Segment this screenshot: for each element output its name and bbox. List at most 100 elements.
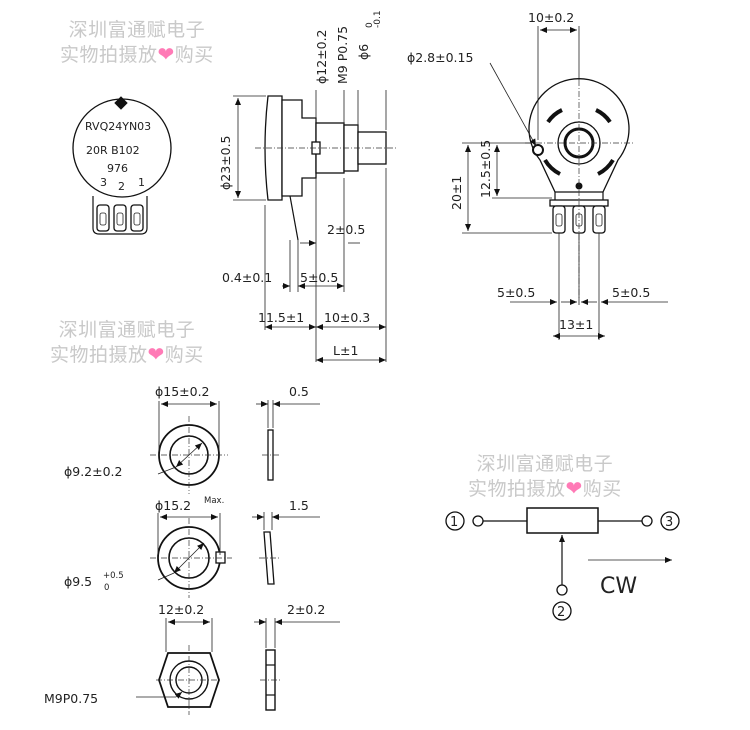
resistor-body	[526, 507, 599, 534]
watermark-text: 购买	[582, 478, 622, 500]
washer2-od-sup: Max.	[204, 496, 224, 506]
pin2-label: 2	[557, 605, 565, 620]
terminal-3	[96, 204, 110, 232]
pin1-circle	[445, 511, 465, 531]
pin3-label: 3	[665, 515, 673, 530]
dim-thread: M9 P0.75	[335, 26, 350, 84]
washer2-side	[263, 531, 275, 585]
pin2-terminal	[556, 584, 568, 596]
washer2-id: ϕ9.5	[64, 574, 92, 589]
dim-d12: ϕ12±0.2	[314, 29, 329, 84]
dimension-line	[175, 442, 203, 468]
washer1-t: 0.5	[289, 384, 309, 399]
front-view: RVQ24YN03 20R B102 976 3 2 1	[72, 96, 172, 235]
washer2-tab	[215, 551, 226, 564]
heart-icon: ❤	[565, 476, 583, 500]
washer1-od: ϕ15±0.2	[155, 384, 210, 399]
watermark-line2: 实物拍摄放❤购买	[50, 342, 204, 367]
dim-h20: 20±1	[449, 176, 464, 210]
leader-line	[157, 572, 175, 581]
dim-h125: 12.5±0.5	[478, 140, 493, 198]
watermark-text: 购买	[164, 344, 204, 366]
watermark-text: 购买	[174, 44, 214, 66]
watermark-line1: 深圳富通赋电子	[58, 319, 196, 341]
dim-L: L±1	[333, 343, 358, 358]
watermark-text: 实物拍摄放	[60, 44, 158, 66]
rear-locating-hole	[532, 144, 544, 156]
nut-t: 2±0.2	[287, 602, 325, 617]
rear-view: 10±0.2 ϕ2.8±0.15 20±1 12.5±0.5 5±0.5 5±0…	[407, 10, 668, 340]
leader-line	[174, 691, 183, 699]
terminal-hole	[99, 212, 107, 226]
dim-t04: 0.4±0.1	[222, 270, 272, 285]
terminal-2	[113, 204, 127, 232]
watermark-top-left: 深圳富通赋电子 实物拍摄放❤购买	[60, 18, 214, 67]
washer1-id: ϕ9.2±0.2	[64, 464, 122, 479]
heart-icon: ❤	[157, 42, 175, 66]
rear-slot	[595, 108, 612, 124]
dim-hole: ϕ2.8±0.15	[407, 50, 473, 65]
terminal-pin-side	[289, 195, 299, 241]
pin3-circle	[660, 511, 680, 531]
dim-d6-tol-top: 0	[365, 22, 375, 28]
watermark-text: 实物拍摄放	[468, 478, 566, 500]
watermark-mid-left: 深圳富通赋电子 实物拍摄放❤购买	[50, 318, 204, 367]
code-text: 20R B102	[86, 144, 140, 157]
dim-p5-left: 5±0.5	[497, 285, 535, 300]
terminal-hole	[595, 213, 603, 227]
side-view: ϕ23±0.5 ϕ12±0.2 M9 P0.75 ϕ6 0 -0.1 2±0.5	[218, 10, 398, 363]
schematic: 1 3 2 CW	[445, 507, 680, 621]
watermark-line2: 实物拍摄放❤购买	[468, 476, 622, 501]
dim-w10: 10±0.2	[528, 10, 574, 25]
nut-thread: M9P0.75	[44, 691, 98, 706]
pin3-terminal	[641, 515, 653, 527]
watermark-right: 深圳富通赋电子 实物拍摄放❤购买	[468, 452, 622, 501]
logo-mark-icon	[114, 96, 128, 110]
washer-1: ϕ15±0.2 ϕ9.2±0.2 0.5	[64, 384, 320, 494]
dim-p5-right: 5±0.5	[612, 285, 650, 300]
watermark-line2: 实物拍摄放❤购买	[60, 42, 214, 67]
washer2-od: ϕ15.2	[155, 498, 191, 513]
dim-d6: ϕ6	[356, 44, 371, 60]
terminal-hole	[133, 212, 141, 226]
model-text: RVQ24YN03	[85, 120, 151, 133]
dim-d23: ϕ23±0.5	[218, 135, 233, 190]
pin1-label: 1	[450, 515, 458, 530]
dim-gap2: 2±0.5	[327, 222, 365, 237]
pin-label-3: 3	[100, 176, 107, 189]
rear-slot	[597, 158, 615, 176]
leader-line	[157, 466, 177, 475]
rear-terminal-3	[552, 205, 566, 234]
washer-2: ϕ15.2 Max. ϕ9.5 +0.5 0 1.5	[64, 496, 320, 598]
dim-t10: 10±0.3	[324, 310, 370, 325]
lot-text: 976	[107, 162, 128, 175]
dim-t115: 11.5±1	[258, 310, 304, 325]
pin1-terminal	[472, 515, 484, 527]
rear-slot	[543, 158, 561, 176]
washer2-t: 1.5	[289, 498, 309, 513]
cw-label: CW	[600, 574, 637, 599]
rear-terminal-1	[592, 205, 606, 234]
pin-label-2: 2	[118, 180, 125, 193]
terminal-frame	[92, 196, 148, 235]
washer2-id-sup: +0.5	[103, 571, 124, 581]
nut-w: 12±0.2	[158, 602, 204, 617]
watermark-line1: 深圳富通赋电子	[68, 19, 206, 41]
pin2-circle	[552, 601, 572, 621]
washer2-id-sub: 0	[104, 583, 109, 593]
dim-p13: 13±1	[559, 317, 593, 332]
dim-d6-tol: -0.1	[373, 10, 383, 28]
hex-nut: 12±0.2 M9P0.75 2±0.2	[44, 602, 340, 715]
body-disc	[264, 95, 283, 201]
hole-leader	[489, 62, 537, 147]
terminal-1	[130, 204, 144, 232]
terminal-hole	[116, 212, 124, 226]
terminal-hole	[555, 213, 563, 227]
watermark-line1: 深圳富通赋电子	[476, 453, 614, 475]
dim-t5: 5±0.5	[300, 270, 338, 285]
rear-slot	[546, 108, 563, 124]
pin-label-1: 1	[138, 176, 145, 189]
dimension-line	[173, 542, 205, 574]
heart-icon: ❤	[147, 342, 165, 366]
